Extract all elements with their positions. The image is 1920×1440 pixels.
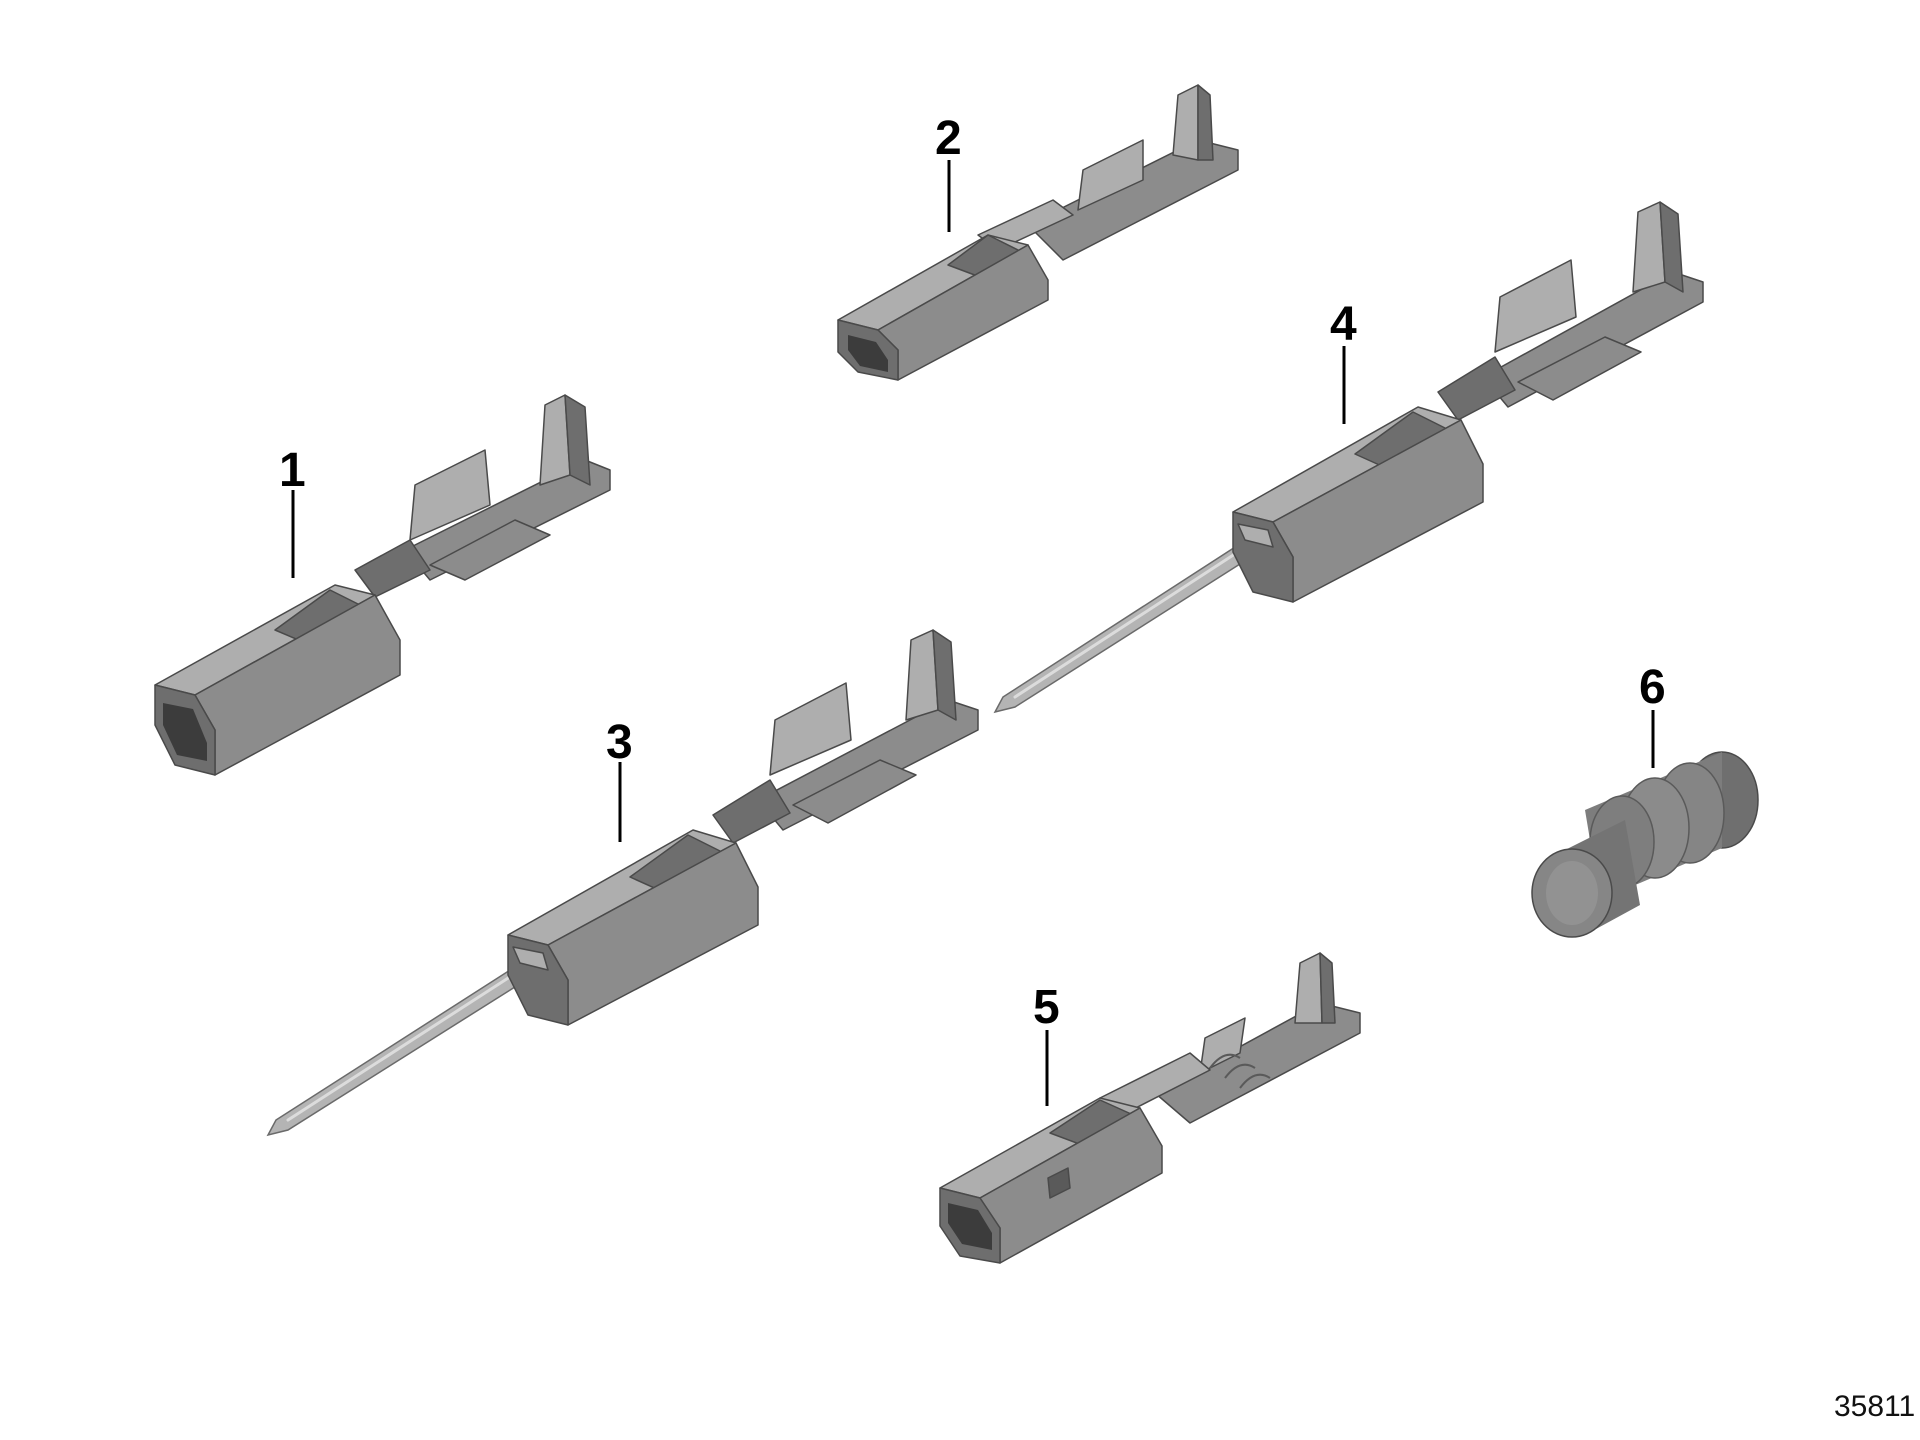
part-4-terminal	[993, 201, 1704, 714]
part-5-terminal	[939, 952, 1361, 1264]
callout-5: 5	[1033, 981, 1060, 1034]
callout-6: 6	[1639, 661, 1666, 714]
part-3-terminal	[266, 629, 979, 1137]
part-2-terminal	[837, 84, 1239, 381]
part-1-terminal	[154, 394, 611, 776]
part-6-seal	[1531, 751, 1759, 938]
callout-2: 2	[935, 112, 962, 165]
callout-4: 4	[1330, 298, 1357, 351]
reference-code: 35811	[1834, 1390, 1915, 1423]
callout-3: 3	[606, 716, 633, 769]
callout-1: 1	[279, 444, 306, 497]
